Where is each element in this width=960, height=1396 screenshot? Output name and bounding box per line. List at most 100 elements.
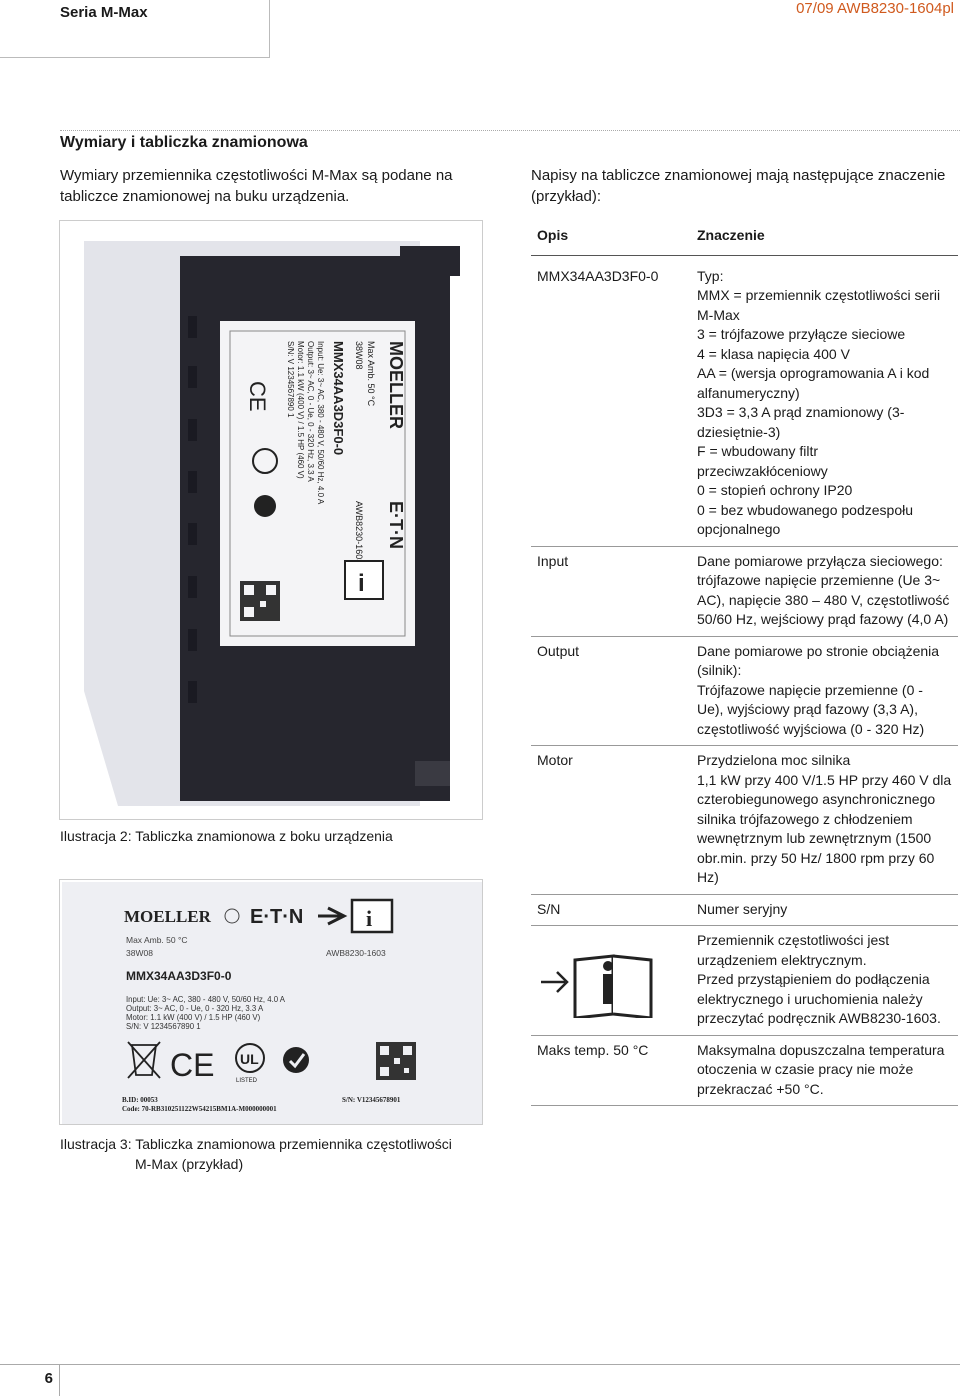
- plate-bid: B.ID: 00053: [122, 1096, 158, 1104]
- plate-code: 38W08: [126, 948, 153, 958]
- row-znaczenie: Przemiennik częstotliwości jest urządzen…: [691, 925, 958, 1036]
- c-tick-icon: [283, 1047, 309, 1073]
- nameplate-meaning-table: Opis Znaczenie MMX34AA3D3F0-0 Typ:MMX = p…: [531, 222, 958, 1106]
- meaning-line: Dane pomiarowe po stronie obciążenia (si…: [697, 642, 940, 679]
- device-side-figure: MOELLER E·T·N Max Amb. 50 °C 38W08 MMX34…: [59, 220, 483, 820]
- row-znaczenie: Przydzielona moc silnika 1,1 kW przy 400 …: [691, 745, 958, 895]
- row-znaczenie: Maksymalna dopuszczalna temperatura otoc…: [691, 1035, 958, 1106]
- plate-output: Output: 3~ AC, 0 - Ue, 0 - 320 Hz, 3.3 A: [126, 1004, 264, 1013]
- plate-max-amb: Max Amb. 50 °C: [126, 935, 188, 945]
- rating-plate-figure: MOELLER E·T·N i Max Amb. 50 °C 38W08 AWB…: [59, 879, 483, 1125]
- table-row: S/N Numer seryjny: [531, 894, 958, 926]
- side-ce-mark-icon: CE: [245, 381, 270, 412]
- row-opis: S/N: [531, 894, 691, 926]
- plate-input: Input: Ue: 3~ AC, 380 - 480 V, 50/60 Hz,…: [126, 995, 286, 1004]
- row-opis: MMX34AA3D3F0-0: [531, 255, 691, 547]
- figure2-caption: Ilustracja 2: Tabliczka znamionowa z bok…: [60, 828, 393, 844]
- row-znaczenie: Dane pomiarowe przyłącza sieciowego: trój…: [691, 546, 958, 637]
- side-qr-code-icon: [240, 581, 280, 621]
- row-znaczenie: Typ:MMX = przemiennik częstotliwości ser…: [691, 255, 958, 547]
- read-manual-icon: [541, 954, 653, 1020]
- figure3-caption-line2: M-Max (przykład): [135, 1156, 244, 1172]
- side-brand-moeller: MOELLER: [386, 341, 406, 429]
- meaning-line: 4 = klasa napięcia 400 V: [697, 345, 850, 362]
- side-model: MMX34AA3D3F0-0: [331, 341, 346, 455]
- row-opis-text: Input: [537, 552, 569, 569]
- side-input: Input: Ue: 3~ AC, 380 - 480 V, 50/60 Hz,…: [316, 341, 325, 505]
- meaning-line: 0 = bez wbudowanego podzespołu opcjonaln…: [697, 501, 914, 538]
- meaning-line: Trójfazowe napięcie przemienne (0 - Ue),…: [697, 681, 925, 737]
- meaning-line: AA = (wersja oprogramowania A i kod alfa…: [697, 365, 930, 401]
- table-row: Motor Przydzielona moc silnika 1,1 kW przy…: [531, 745, 958, 895]
- meaning-line: Przydzielona moc silnika: [697, 752, 851, 768]
- footer-page-box: 6: [0, 1364, 60, 1396]
- row-znaczenie: Numer seryjny: [691, 894, 958, 926]
- meaning-line: Przemiennik częstotliwości jest urządzen…: [697, 932, 890, 968]
- device-side-illustration: MOELLER E·T·N Max Amb. 50 °C 38W08 MMX34…: [84, 241, 460, 806]
- row-opis-text: S/N: [537, 900, 561, 917]
- row-opis: Output: [531, 636, 691, 746]
- side-code: 38W08: [354, 341, 364, 370]
- plate-motor: Motor: 1.1 kW (400 V) / 1.5 HP (460 V): [126, 1013, 261, 1022]
- intro-right: Napisy na tabliczce znamionowej mają nas…: [531, 167, 946, 205]
- table-row: Input Dane pomiarowe przyłącza sieciowego…: [531, 546, 958, 637]
- side-brand-eaton: E·T·N: [386, 501, 406, 549]
- header-series-box: Seria M-Max: [0, 0, 270, 58]
- table-row: MMX34AA3D3F0-0 Typ:MMX = przemiennik częs…: [531, 255, 958, 547]
- row-opis-text: Maks temp. 50 °C: [537, 1041, 649, 1058]
- meaning-line: 3D3 = 3,3 A prąd znamionowy (3-dziesiętn…: [697, 404, 905, 440]
- table-row: Output Dane pomiarowe po stronie obciążen…: [531, 636, 958, 746]
- figure3-caption-line1: Ilustracja 3: Tabliczka znamionowa przem…: [60, 1136, 452, 1152]
- svg-text:i: i: [366, 906, 372, 931]
- col-header-znaczenie: Znaczenie: [691, 222, 958, 256]
- table-header-row: Opis Znaczenie: [531, 222, 958, 256]
- rating-plate-illustration: MOELLER E·T·N i Max Amb. 50 °C 38W08 AWB…: [62, 882, 482, 1124]
- side-ctick-icon: [254, 495, 276, 517]
- plate-code-full: Code: 70-RB310251122W54215BM1A-M00000000…: [122, 1105, 277, 1113]
- row-opis-text: MMX34AA3D3F0-0: [537, 267, 659, 284]
- table-row: Przemiennik częstotliwości jest urządzen…: [531, 925, 958, 1036]
- meaning-line: Maksymalna dopuszczalna temperatura otoc…: [697, 1041, 945, 1097]
- meaning-line: 1,1 kW przy 400 V/1.5 HP przy 460 V dla …: [697, 771, 952, 886]
- arrow-icon: [318, 906, 348, 926]
- row-opis: Motor: [531, 745, 691, 895]
- ul-listed-icon: UL LISTED: [235, 1043, 265, 1084]
- meaning-line: Numer seryjny: [697, 900, 788, 917]
- svg-text:UL: UL: [240, 1051, 259, 1067]
- side-info-book-icon: i: [344, 560, 384, 600]
- section-title: Wymiary i tabliczka znamionowa: [60, 134, 308, 151]
- meaning-line: 0 = stopień ochrony IP20: [697, 482, 853, 498]
- ce-mark-icon: CE: [170, 1047, 214, 1083]
- footer-divider: [0, 1364, 960, 1365]
- weee-bin-icon: [127, 1041, 161, 1079]
- svg-text:CE: CE: [245, 381, 270, 412]
- row-opis: [531, 925, 691, 1036]
- figure3-caption: Ilustracja 3: Tabliczka znamionowa przem…: [60, 1134, 480, 1174]
- side-output: Output: 3~ AC, 0 - Ue, 0 - 320 Hz, 3.3 A: [306, 341, 315, 482]
- col-header-opis: Opis: [531, 222, 691, 256]
- ul-listed-label: LISTED: [236, 1078, 258, 1084]
- doc-reference: 07/09 AWB8230-1604pl: [796, 0, 954, 17]
- plate-brand-eaton: E·T·N: [250, 906, 303, 928]
- meaning-line: 3 = trójfazowe przyłącze sieciowe: [697, 326, 906, 342]
- meaning-line: trójfazowe napięcie przemienne (Ue 3~ AC…: [697, 572, 950, 627]
- row-opis-text: Motor: [537, 752, 573, 768]
- meaning-line: MMX = przemiennik częstotliwości serii M…: [697, 287, 941, 323]
- table-row: Maks temp. 50 °C Maksymalna dopuszczalna …: [531, 1035, 958, 1106]
- plate-sn: S/N: V 1234567890 1: [126, 1022, 201, 1031]
- row-opis: Maks temp. 50 °C: [531, 1035, 691, 1106]
- meaning-line: Dane pomiarowe przyłącza sieciowego:: [697, 552, 943, 569]
- side-awb: AWB8230-1603: [354, 501, 364, 564]
- plate-sn-right: S/N: V12345678901: [342, 1096, 401, 1104]
- row-opis: Input: [531, 546, 691, 637]
- row-opis-text: Output: [537, 642, 580, 659]
- qr-code-icon: [376, 1042, 416, 1080]
- plate-model: MMX34AA3D3F0-0: [126, 969, 232, 983]
- plate-awb: AWB8230-1603: [326, 948, 386, 958]
- svg-text:i: i: [358, 570, 365, 597]
- plate-brand-moeller: MOELLER: [124, 907, 212, 926]
- series-title: Seria M-Max: [60, 4, 148, 21]
- side-max-amb: Max Amb. 50 °C: [366, 341, 376, 407]
- page-number: 6: [44, 1370, 53, 1387]
- row-znaczenie: Dane pomiarowe po stronie obciążenia (si…: [691, 636, 958, 746]
